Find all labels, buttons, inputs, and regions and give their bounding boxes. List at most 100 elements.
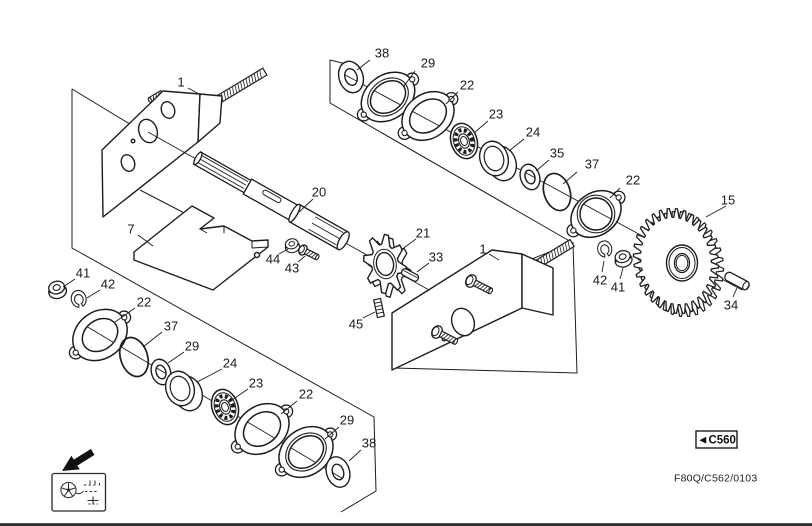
balance-gear-15 [632, 207, 725, 318]
gasket-22-left [68, 308, 132, 362]
callout-label-38: 38 [362, 436, 376, 451]
callout-label-43: 43 [285, 261, 299, 276]
callout-label-37: 37 [585, 157, 599, 172]
bearing-housing-22-right-body [570, 189, 622, 239]
plate-screw [253, 251, 261, 259]
callout-label-34: 34 [724, 298, 738, 313]
page-bottom-edge [0, 523, 812, 526]
shaft-end-face [336, 231, 350, 251]
figure-code: F80Q/C562/0103 [674, 473, 757, 485]
bolt-43 [298, 244, 320, 261]
callout-label-38: 38 [375, 46, 389, 61]
callout-leader [62, 278, 76, 288]
callout-leader [705, 205, 727, 218]
callout-label-22: 22 [626, 173, 640, 188]
shaft-splined-tip [192, 151, 252, 194]
panel-left [71, 88, 377, 513]
callout-label-20: 20 [312, 185, 326, 200]
callout-leader [187, 87, 202, 96]
callout-label-29: 29 [421, 56, 435, 71]
callout-label-44: 44 [266, 252, 280, 267]
callout-leader [196, 368, 223, 383]
bolt-1b-lower [431, 325, 459, 346]
callout-label-42: 42 [101, 277, 115, 292]
bracket-hole-large [137, 118, 159, 144]
callout-leader [473, 120, 489, 134]
callout-label-7: 7 [127, 222, 134, 237]
callout-leader [231, 388, 249, 401]
callout-leader [619, 267, 624, 280]
icon-ticks [89, 480, 100, 486]
shaft-end-spline-lines [308, 216, 344, 246]
callout-leader [324, 426, 340, 440]
callout-leader [562, 171, 578, 185]
callout-label-33: 33 [429, 250, 443, 265]
callout-leader [297, 255, 306, 263]
drive-assembly-schematic-icon [60, 480, 100, 505]
callout-label-22: 22 [137, 295, 151, 310]
dowel-pin-34 [724, 271, 750, 291]
icon-anchor [87, 496, 99, 504]
footer-references: ◄C560 F80Q/C562/0103 [0, 430, 812, 526]
callout-leader [403, 70, 416, 87]
o-ring-37-left [118, 336, 150, 378]
gasket-22-bottom [230, 402, 294, 456]
ball-bearing-23-top [449, 122, 479, 160]
icon-wheel-spokes [61, 483, 76, 497]
flange-nut-44 [284, 238, 301, 254]
direction-arrow-icon [62, 448, 95, 471]
callout-leader [356, 59, 371, 71]
bracket-hole-lower [120, 154, 136, 172]
mounting-plate-7 [133, 205, 269, 291]
retaining-clip-42-left [70, 289, 87, 308]
callout-leader [167, 351, 185, 364]
flat-washer-38-bottom [325, 456, 351, 488]
bracket-pilot-hole [130, 138, 136, 144]
ref-box[interactable]: ◄C560 [695, 430, 738, 449]
chain-sprocket-21 [362, 233, 412, 298]
bearing-race-24-left [164, 370, 204, 412]
seal-ring-35 [519, 163, 541, 191]
bracket-hole-large [450, 307, 476, 337]
mounting-bracket-1-left [101, 90, 223, 218]
callout-label-29: 29 [185, 339, 199, 354]
inset-box [51, 472, 107, 512]
flat-washer-38-top [337, 60, 365, 94]
callout-label-1: 1 [479, 242, 486, 257]
mounting-bracket-1-right [391, 249, 554, 371]
flange-nut-41-left [48, 280, 68, 300]
callout-label-41: 41 [76, 266, 90, 281]
woodruff-key-33 [400, 268, 420, 282]
callout-label-22: 22 [299, 387, 313, 402]
bearing-cover-29-top [356, 71, 420, 123]
callout-label-35: 35 [550, 146, 564, 161]
bearing-race-24-top [478, 140, 518, 182]
callout-leader [348, 449, 362, 462]
icon-arm [75, 490, 84, 495]
callout-label-24: 24 [526, 125, 540, 140]
callout-leader [362, 311, 376, 319]
icon-wheel [60, 481, 77, 499]
retaining-clip-42-right [597, 240, 613, 258]
spring-pin-45 [372, 297, 386, 319]
callout-leader [86, 289, 101, 299]
o-ring-37-top [542, 172, 572, 212]
plate-outline [133, 205, 269, 291]
bracket-hole-upper [160, 101, 176, 119]
callout-label-41: 41 [611, 280, 625, 295]
callout-leader [137, 234, 154, 247]
callout-leader [508, 138, 525, 152]
bracket-tab [197, 93, 223, 143]
shaft-tip-face [193, 151, 203, 166]
callout-leader [601, 260, 605, 273]
callout-label-15: 15 [721, 193, 735, 208]
ref-box-frame[interactable] [695, 430, 738, 449]
callout-label-22: 22 [460, 78, 474, 93]
callout-leader [400, 238, 417, 251]
callout-label-23: 23 [249, 376, 263, 391]
callout-label-37: 37 [164, 319, 178, 334]
callout-leader [298, 198, 314, 213]
callout-label-29: 29 [340, 413, 354, 428]
